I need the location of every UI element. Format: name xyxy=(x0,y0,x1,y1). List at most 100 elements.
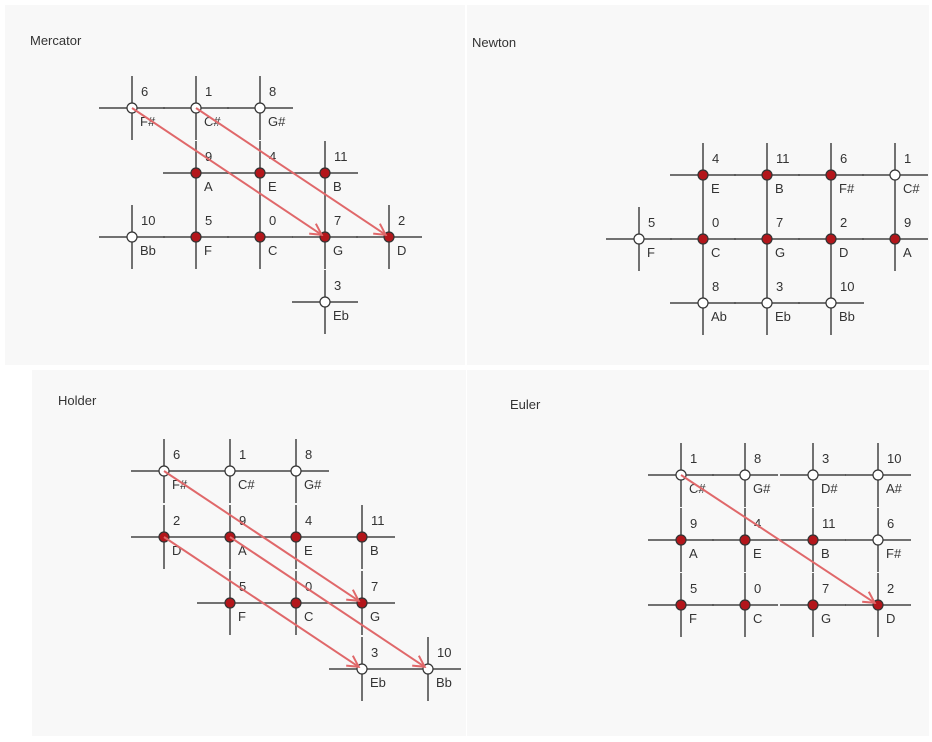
note-node-F-sharp xyxy=(872,534,884,546)
newton-title: Newton xyxy=(472,35,517,50)
note-node-Eb xyxy=(761,297,773,309)
note-node-D-sharp xyxy=(807,469,819,481)
note-name: B xyxy=(333,179,342,194)
note-name: Eb xyxy=(333,308,349,323)
pitch-class-number: 1 xyxy=(904,151,911,166)
note-name: F xyxy=(689,611,697,626)
note-name: A xyxy=(204,179,213,194)
note-name: C# xyxy=(689,481,706,496)
note-name: C xyxy=(711,245,720,260)
note-node-F xyxy=(190,231,202,243)
mercator-panel xyxy=(5,5,465,365)
pitch-class-number: 7 xyxy=(371,579,378,594)
note-name: D xyxy=(172,543,181,558)
note-node-B xyxy=(319,167,331,179)
note-name: F# xyxy=(140,114,156,129)
pitch-class-number: 10 xyxy=(141,213,155,228)
euler-title: Euler xyxy=(510,397,541,412)
note-node-A xyxy=(675,534,687,546)
note-name: Eb xyxy=(370,675,386,690)
note-name: D# xyxy=(821,481,838,496)
pitch-class-number: 2 xyxy=(173,513,180,528)
pitch-class-number: 11 xyxy=(822,516,836,531)
note-name: A xyxy=(689,546,698,561)
pitch-class-number: 8 xyxy=(712,279,719,294)
note-node-F xyxy=(675,599,687,611)
pitch-class-number: 5 xyxy=(205,213,212,228)
note-name: Bb xyxy=(839,309,855,324)
note-node-G-sharp xyxy=(290,465,302,477)
note-node-D xyxy=(825,233,837,245)
note-name: E xyxy=(304,543,313,558)
transposition-arrow xyxy=(195,107,386,235)
note-node-Ab xyxy=(697,297,709,309)
pitch-class-number: 8 xyxy=(305,447,312,462)
mercator-title: Mercator xyxy=(30,33,82,48)
note-name: F# xyxy=(839,181,855,196)
pitch-class-number: 9 xyxy=(239,513,246,528)
note-name: G# xyxy=(304,477,322,492)
note-name: A# xyxy=(886,481,903,496)
note-node-B xyxy=(807,534,819,546)
note-name: Bb xyxy=(436,675,452,690)
pitch-class-number: 5 xyxy=(648,215,655,230)
note-name: B xyxy=(370,543,379,558)
pitch-class-number: 7 xyxy=(776,215,783,230)
note-name: F xyxy=(238,609,246,624)
note-name: Ab xyxy=(711,309,727,324)
transposition-arrow xyxy=(163,536,359,667)
pitch-class-number: 8 xyxy=(754,451,761,466)
pitch-class-number: 6 xyxy=(141,84,148,99)
note-name: G xyxy=(775,245,785,260)
pitch-class-number: 4 xyxy=(712,151,719,166)
note-name: G# xyxy=(753,481,771,496)
pitch-class-number: 4 xyxy=(305,513,312,528)
pitch-class-number: 1 xyxy=(239,447,246,462)
note-node-B xyxy=(761,169,773,181)
note-node-Eb xyxy=(319,296,331,308)
note-name: A xyxy=(238,543,247,558)
note-name: G# xyxy=(268,114,286,129)
transposition-arrow xyxy=(131,107,322,235)
pitch-class-number: 4 xyxy=(754,516,761,531)
pitch-class-number: 9 xyxy=(205,149,212,164)
pitch-class-number: 0 xyxy=(269,213,276,228)
pitch-class-number: 5 xyxy=(690,581,697,596)
transposition-arrow xyxy=(229,536,425,667)
note-name: B xyxy=(775,181,784,196)
note-node-G xyxy=(761,233,773,245)
transposition-arrow xyxy=(163,470,359,601)
note-node-A-sharp xyxy=(872,469,884,481)
note-name: Eb xyxy=(775,309,791,324)
pitch-class-number: 1 xyxy=(690,451,697,466)
note-name: G xyxy=(821,611,831,626)
note-node-C-sharp xyxy=(889,169,901,181)
pitch-class-number: 6 xyxy=(173,447,180,462)
note-name: D xyxy=(397,243,406,258)
note-node-C xyxy=(254,231,266,243)
pitch-class-number: 3 xyxy=(776,279,783,294)
note-name: D xyxy=(839,245,848,260)
pitch-class-number: 11 xyxy=(371,513,385,528)
pitch-class-number: 2 xyxy=(840,215,847,230)
pitch-class-number: 9 xyxy=(690,516,697,531)
note-node-A xyxy=(889,233,901,245)
note-name: E xyxy=(711,181,720,196)
pitch-class-number: 9 xyxy=(904,215,911,230)
pitch-class-number: 2 xyxy=(887,581,894,596)
note-node-E xyxy=(254,167,266,179)
note-node-E xyxy=(739,534,751,546)
pitch-class-number: 10 xyxy=(840,279,854,294)
note-node-C xyxy=(290,597,302,609)
holder-panel xyxy=(32,370,466,736)
note-name: Bb xyxy=(140,243,156,258)
note-name: C# xyxy=(204,114,221,129)
pitch-class-number: 3 xyxy=(822,451,829,466)
pitch-class-number: 3 xyxy=(334,278,341,293)
note-node-A xyxy=(190,167,202,179)
note-node-C-sharp xyxy=(224,465,236,477)
